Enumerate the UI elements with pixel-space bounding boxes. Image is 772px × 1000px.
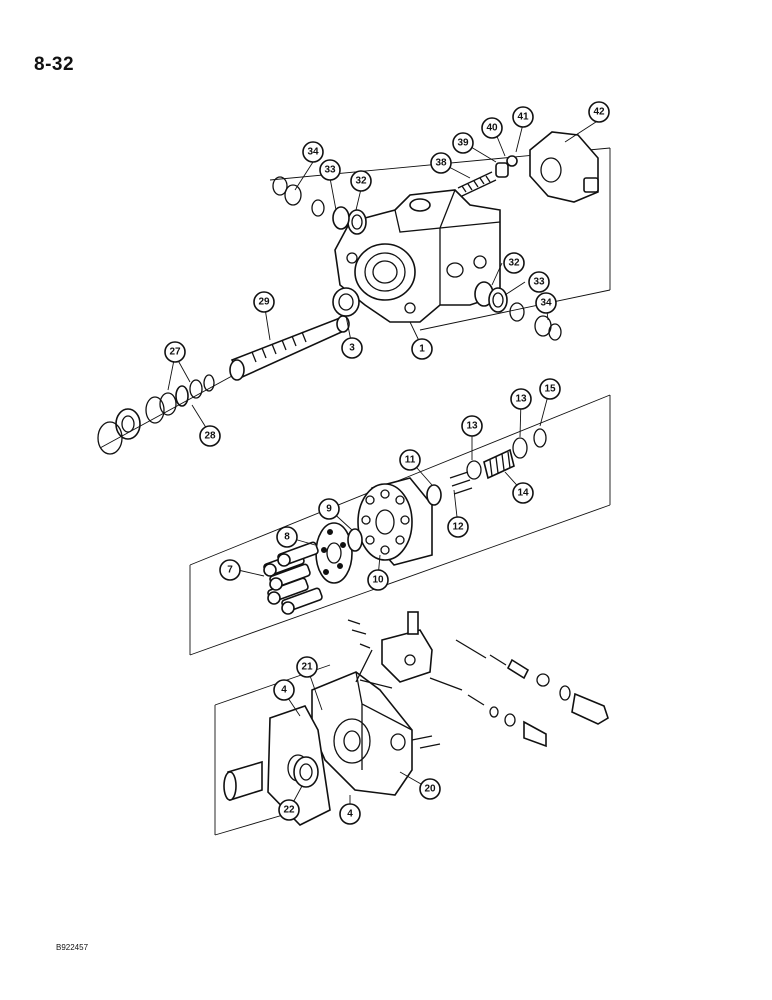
svg-text:32: 32 <box>355 176 367 187</box>
callout-9: 9 <box>318 498 340 520</box>
callout-40: 40 <box>481 117 503 139</box>
svg-text:15: 15 <box>544 384 556 395</box>
callout-34-lower: 34 <box>535 292 557 314</box>
cylinder-block <box>357 477 433 566</box>
callout-4-lower: 4 <box>339 803 361 825</box>
port-plate-gasket <box>223 705 331 826</box>
callout-15: 15 <box>539 378 561 400</box>
svg-text:40: 40 <box>486 123 498 134</box>
callout-22: 22 <box>278 799 300 821</box>
svg-text:7: 7 <box>227 565 233 576</box>
shaft-seal-set <box>97 374 233 455</box>
drawing-code: B922457 <box>56 943 89 952</box>
svg-text:33: 33 <box>533 277 545 288</box>
svg-text:1: 1 <box>419 344 425 355</box>
callout-33-lower: 33 <box>528 271 550 293</box>
svg-text:21: 21 <box>301 662 313 673</box>
callout-29: 29 <box>253 291 275 313</box>
svg-text:3: 3 <box>349 343 355 354</box>
pump-housing <box>334 189 501 323</box>
drive-shaft <box>229 315 350 381</box>
middle-assembly <box>189 394 611 656</box>
svg-text:13: 13 <box>466 421 478 432</box>
callout-4-upper: 4 <box>273 679 295 701</box>
svg-text:22: 22 <box>283 805 295 816</box>
callout-32-upper: 32 <box>350 170 372 192</box>
callout-32-lower: 32 <box>503 252 525 274</box>
piston-set <box>263 541 323 615</box>
svg-text:28: 28 <box>204 431 216 442</box>
callout-39: 39 <box>452 132 474 154</box>
svg-text:29: 29 <box>258 297 270 308</box>
svg-text:13: 13 <box>515 394 527 405</box>
callout-13-left: 13 <box>461 415 483 437</box>
svg-text:39: 39 <box>457 138 469 149</box>
lower-bearing-set <box>474 281 562 341</box>
callout-7: 7 <box>219 559 241 581</box>
svg-text:34: 34 <box>540 298 552 309</box>
svg-text:27: 27 <box>169 347 181 358</box>
svg-text:38: 38 <box>435 158 447 169</box>
svg-text:42: 42 <box>593 107 605 118</box>
svg-text:8: 8 <box>284 532 290 543</box>
callout-38: 38 <box>430 152 452 174</box>
callout-3: 3 <box>341 337 363 359</box>
callout-34-upper: 34 <box>302 141 324 163</box>
callout-21: 21 <box>296 656 318 678</box>
svg-text:41: 41 <box>517 112 529 123</box>
callout-1: 1 <box>411 338 433 360</box>
callout-12: 12 <box>447 516 469 538</box>
callout-27: 27 <box>164 341 186 363</box>
callout-41: 41 <box>512 106 534 128</box>
svg-text:20: 20 <box>424 784 436 795</box>
callout-42: 42 <box>588 101 610 123</box>
svg-text:12: 12 <box>452 522 464 533</box>
retainer-plate <box>315 522 363 584</box>
svg-text:33: 33 <box>324 165 336 176</box>
svg-text:4: 4 <box>347 809 353 820</box>
svg-text:11: 11 <box>405 455 416 466</box>
end-cap <box>311 671 413 796</box>
spring-stack <box>426 428 547 506</box>
upper-bearing-set <box>272 176 367 235</box>
svg-text:4: 4 <box>281 685 287 696</box>
callout-33-upper: 33 <box>319 159 341 181</box>
callout-10: 10 <box>367 569 389 591</box>
callout-11: 11 <box>399 449 421 471</box>
svg-text:14: 14 <box>517 488 529 499</box>
control-valve-block <box>347 611 609 749</box>
shaft-bearing <box>332 287 360 317</box>
callout-13-right: 13 <box>510 388 532 410</box>
callout-28: 28 <box>199 425 221 447</box>
callout-20: 20 <box>419 778 441 800</box>
page-number: 8-32 <box>34 54 75 75</box>
svg-text:10: 10 <box>372 575 384 586</box>
svg-text:9: 9 <box>326 504 332 515</box>
callout-14: 14 <box>512 482 534 504</box>
bottom-assembly <box>214 611 609 836</box>
svg-text:34: 34 <box>307 147 319 158</box>
compensator-valve-parts <box>457 131 599 203</box>
callout-group: 34 33 32 38 39 40 41 42 32 33 34 29 3 1 … <box>164 101 610 825</box>
callout-8: 8 <box>276 526 298 548</box>
svg-text:32: 32 <box>508 258 520 269</box>
top-assembly <box>97 131 611 455</box>
